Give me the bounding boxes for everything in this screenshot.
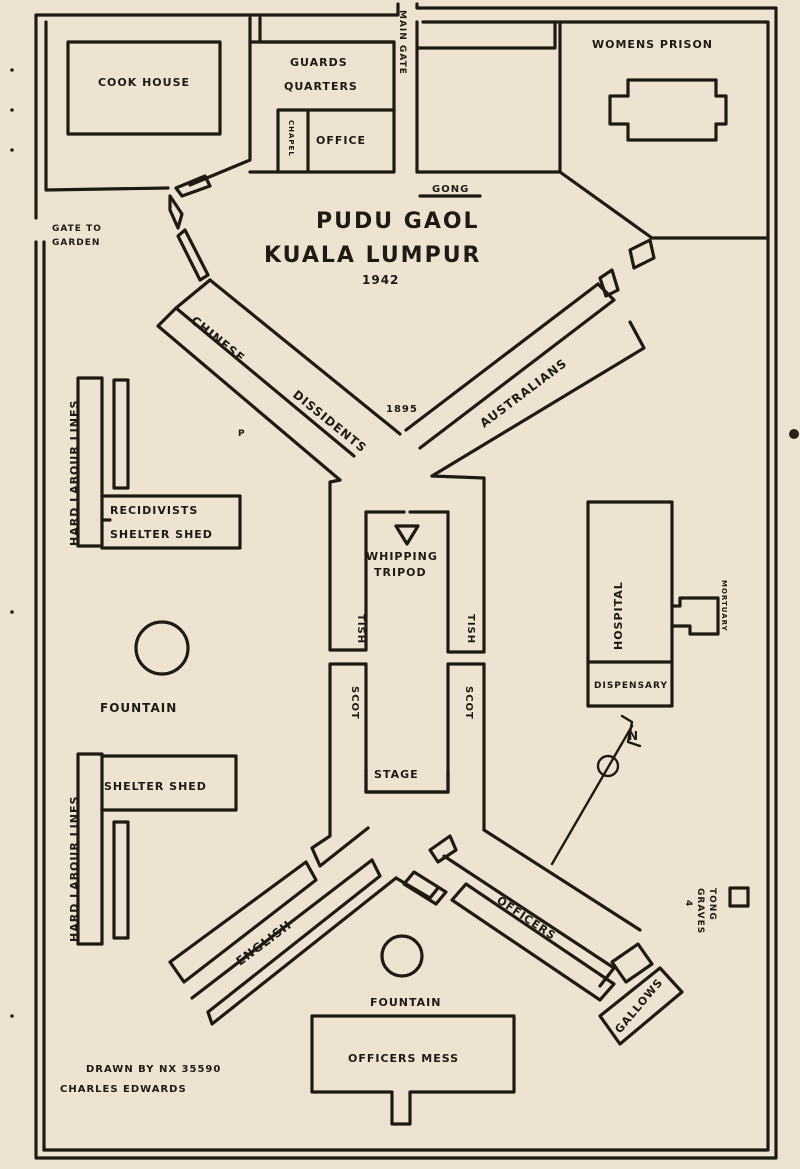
- stage-label: STAGE: [374, 768, 419, 781]
- office-label: OFFICE: [316, 134, 366, 147]
- australians-wing: [364, 282, 646, 654]
- gate-to-garden-label-1: GATE TO: [52, 224, 102, 234]
- credit-line-1: DRAWN BY NX 35590: [86, 1064, 221, 1075]
- tish-left-label: TISH: [355, 614, 366, 644]
- tish-right-label: TISH: [465, 614, 476, 644]
- scot-right-label: SCOT: [463, 686, 474, 720]
- graves-label-2: GRAVES: [695, 888, 705, 934]
- cook-house: [66, 40, 222, 136]
- cook-house-label: COOK HOUSE: [98, 76, 190, 89]
- hard-labour-lines-bottom-label: HARD LABOUR LINES: [68, 796, 81, 942]
- graves-marker: [728, 886, 750, 908]
- womens-prison-label: WOMENS PRISON: [592, 38, 713, 51]
- mortuary-label: MORTUARY: [720, 580, 728, 632]
- gate-to-garden-label-2: GARDEN: [52, 238, 100, 248]
- gong-label: GONG: [432, 184, 469, 195]
- hard-labour-lines-top-label: HARD LABOUR LINES: [68, 400, 81, 546]
- fountain-bottom-label: FOUNTAIN: [370, 996, 441, 1009]
- whipping-tripod-icon: [394, 524, 420, 546]
- hospital-label: HOSPITAL: [612, 581, 625, 650]
- p-mark: P: [238, 429, 246, 439]
- womens-prison-cell: [608, 78, 728, 142]
- graves-label-3: TONG: [707, 888, 717, 921]
- paper-marks: [10, 68, 799, 1018]
- fountain-left-icon: [134, 620, 190, 676]
- tripod-label: TRIPOD: [374, 566, 427, 579]
- graves-label-1: 4: [683, 900, 693, 907]
- map-title-line2: KUALA LUMPUR: [264, 243, 482, 268]
- chinese-dissidents-wing: [156, 278, 402, 652]
- english-wing: [168, 834, 458, 1026]
- left-buildings: [76, 376, 242, 946]
- map-title-line1: PUDU GAOL: [316, 209, 480, 234]
- whipping-label: WHIPPING: [366, 550, 438, 563]
- chapel-label: CHAPEL: [287, 120, 295, 157]
- officers-mess-label: OFFICERS MESS: [348, 1052, 459, 1065]
- recidivists-label: RECIDIVISTS: [110, 504, 198, 517]
- dispensary-label: DISPENSARY: [594, 681, 668, 691]
- english-label: ENGLISH: [233, 918, 294, 969]
- main-gate-label: MAIN GATE: [397, 10, 407, 75]
- compass-icon: [550, 714, 642, 866]
- hospital-building: [586, 500, 720, 708]
- officers-mess: [310, 1014, 516, 1126]
- central-block: [310, 662, 642, 932]
- fountain-bottom-icon: [380, 934, 424, 978]
- shelter-shed-top-label: SHELTER SHED: [110, 528, 213, 541]
- scot-left-label: SCOT: [349, 686, 360, 720]
- outer-wall: [34, 2, 778, 1160]
- shelter-shed-bottom-label: SHELTER SHED: [104, 780, 207, 793]
- guards-quarters-label-2: QUARTERS: [284, 80, 358, 93]
- year-built-label: 1895: [386, 404, 418, 415]
- officers-wing: [442, 854, 684, 1046]
- guards-quarters-label-1: GUARDS: [290, 56, 348, 69]
- map-year: 1942: [362, 273, 399, 287]
- credit-line-2: CHARLES EDWARDS: [60, 1084, 187, 1095]
- compass-letter: N: [628, 729, 639, 743]
- fountain-left-label: FOUNTAIN: [100, 701, 177, 715]
